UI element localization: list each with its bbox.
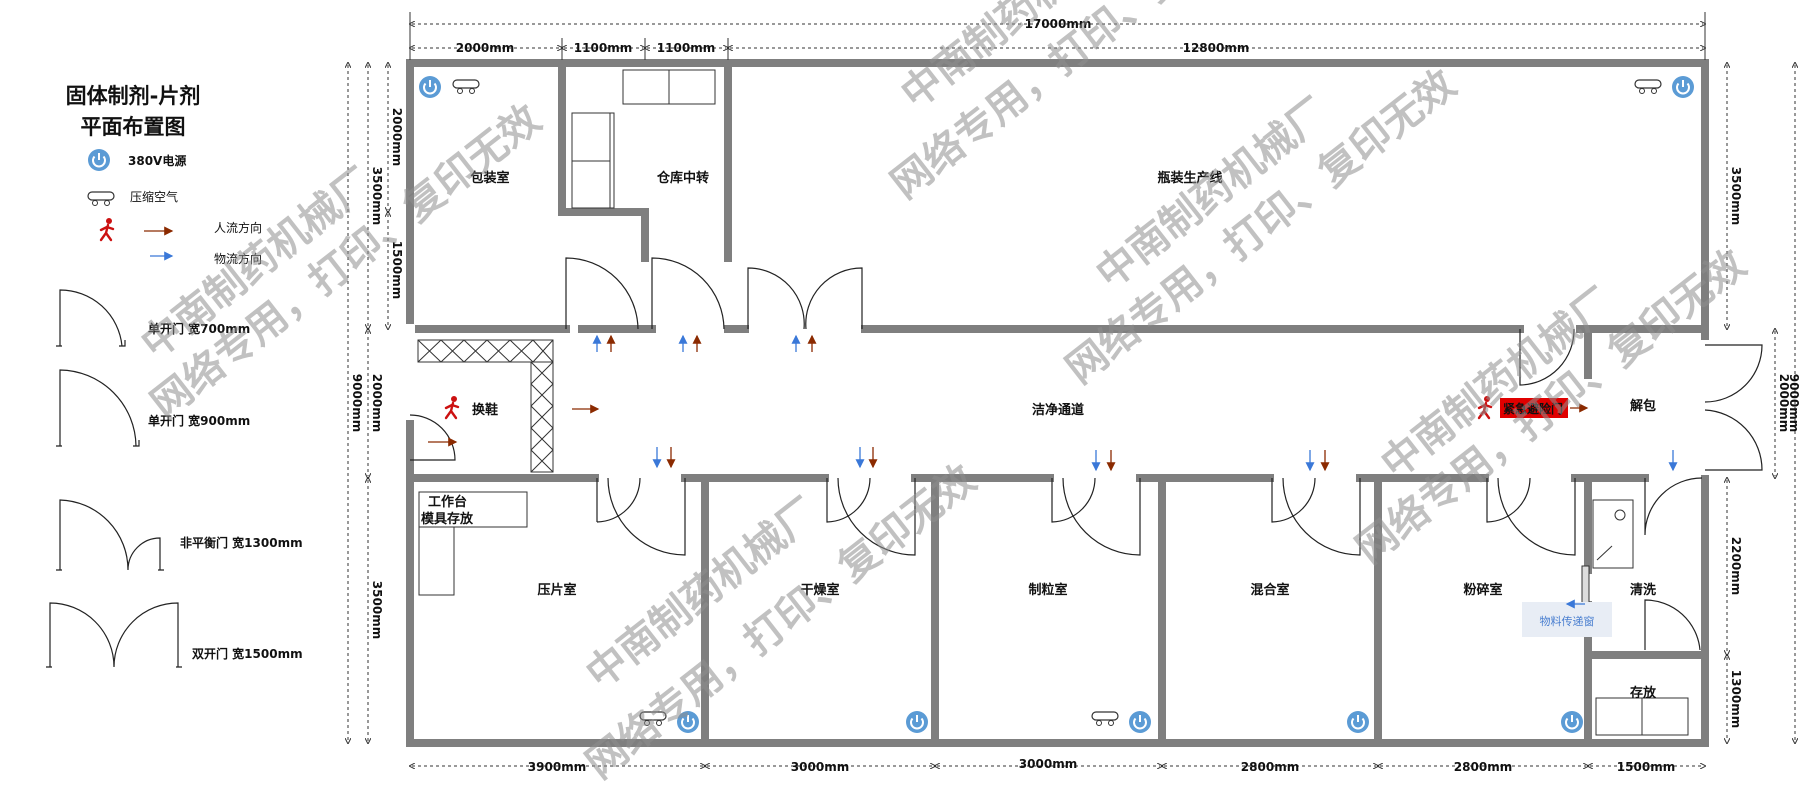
plan-title-line2: 平面布置图 xyxy=(81,115,186,139)
flow-arrows xyxy=(428,334,1678,609)
plan-title-line1: 固体制剂-片剂 xyxy=(66,84,201,108)
workbench-label: 工作台 xyxy=(428,494,467,510)
emergency-exit-label: 紧急避险门 xyxy=(1503,401,1563,416)
emergency-exit-sign xyxy=(1500,398,1568,418)
power-icon xyxy=(1128,710,1152,734)
watermark-line2: 网络专用，打印、复印无效 xyxy=(1348,241,1755,573)
mold-storage-label: 模具存放 xyxy=(421,511,474,527)
room-storage: 存放 xyxy=(1630,685,1657,701)
room-mixing: 混合室 xyxy=(1250,582,1289,598)
dim-left-1: 3500mm xyxy=(370,167,384,225)
dim-left-outer: 9000mm xyxy=(350,374,364,432)
room-changing: 换鞋 xyxy=(472,402,498,418)
dim-right-3: 2200mm xyxy=(1729,537,1743,595)
legend-door-double-1500: 双开门 宽1500mm xyxy=(192,646,303,661)
room-warehouse: 仓库中转 xyxy=(656,170,709,186)
dim-top-3: 1100mm xyxy=(657,41,715,55)
legend-material-flow: 物流方向 xyxy=(214,251,262,266)
dim-bottom-6: 1500mm xyxy=(1617,760,1675,774)
power-icon xyxy=(87,148,111,172)
legend-door-unequal-1300: 非平衡门 宽1300mm xyxy=(180,535,303,550)
dim-left-sub-1: 2000mm xyxy=(390,108,404,166)
dim-bottom-3: 3000mm xyxy=(1019,757,1077,771)
dim-right-1: 3500mm xyxy=(1729,167,1743,225)
building-walls xyxy=(405,59,1710,747)
dim-right-4: 1300mm xyxy=(1729,670,1743,728)
room-bottling: 瓶装生产线 xyxy=(1157,170,1222,186)
room-cleaning: 清洗 xyxy=(1630,582,1656,598)
legend-door-single-900: 单开门 宽900mm xyxy=(148,413,250,428)
dim-bottom-1: 3900mm xyxy=(528,760,586,774)
dim-right-outer: 9000mm xyxy=(1787,374,1801,432)
air-icon xyxy=(452,79,480,95)
room-unpacking: 解包 xyxy=(1629,398,1656,414)
dimension-lines xyxy=(348,12,1795,766)
legend-door-single-700: 单开门 宽700mm xyxy=(148,321,250,336)
dim-bottom-4: 2800mm xyxy=(1241,760,1299,774)
dim-top-4: 12800mm xyxy=(1183,41,1250,55)
room-granulation: 制粒室 xyxy=(1028,582,1067,598)
room-packaging: 包装室 xyxy=(470,170,509,186)
dim-bottom-5: 2800mm xyxy=(1454,760,1512,774)
room-corridor: 洁净通道 xyxy=(1032,402,1084,418)
dim-left-3: 3500mm xyxy=(370,581,384,639)
power-icon xyxy=(905,710,929,734)
dim-left-2: 2000mm xyxy=(370,374,384,432)
legend-air: 压缩空气 xyxy=(130,189,178,204)
room-crushing: 粉碎室 xyxy=(1463,582,1502,598)
doors xyxy=(409,257,1763,651)
legend-power: 380V电源 xyxy=(128,153,186,168)
dim-left-sub-2: 1500mm xyxy=(390,241,404,299)
dim-top-total: 17000mm xyxy=(1025,17,1092,31)
dim-top-1: 2000mm xyxy=(456,41,514,55)
power-icon xyxy=(1346,710,1370,734)
dim-top-2: 1100mm xyxy=(574,41,632,55)
air-icon xyxy=(1634,79,1662,95)
dim-bottom-2: 3000mm xyxy=(791,760,849,774)
dim-right-2: 2000mm xyxy=(1777,374,1791,432)
person-icon xyxy=(444,394,460,420)
pass-box-label: 物料传递窗 xyxy=(1540,614,1595,628)
power-icon xyxy=(1671,75,1695,99)
watermark-line2: 网络专用，打印、复印无效 xyxy=(143,96,550,428)
power-icon xyxy=(1560,710,1584,734)
room-drying: 干燥室 xyxy=(800,582,839,598)
furniture xyxy=(417,69,1689,736)
air-icon xyxy=(87,191,115,207)
watermark-line2: 网络专用，打印、复印无效 xyxy=(1058,61,1465,393)
air-icon xyxy=(1091,711,1119,727)
legend-people-flow: 人流方向 xyxy=(214,220,262,235)
person-icon xyxy=(99,216,115,242)
power-icon xyxy=(418,75,442,99)
legend-door-symbols xyxy=(46,289,182,668)
room-tablet-press: 压片室 xyxy=(537,582,576,598)
